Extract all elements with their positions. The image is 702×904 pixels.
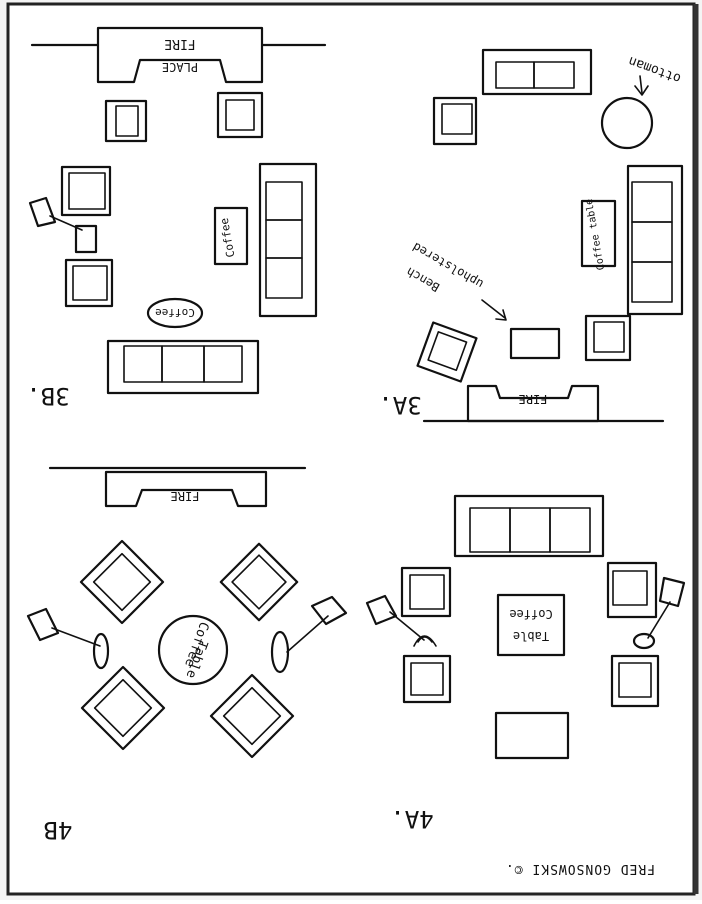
fireplace-label-top: FIRE <box>164 36 195 51</box>
armchair <box>79 539 165 625</box>
sofa <box>626 164 684 316</box>
bench <box>494 711 570 760</box>
upholstered-bench <box>509 327 561 360</box>
sofa <box>453 494 605 558</box>
armchair <box>606 561 658 619</box>
fireplace: FIRE PLACE <box>96 26 264 84</box>
bench-arrow <box>481 299 507 321</box>
coffee-table: Coffee Table <box>496 593 566 657</box>
fireplace: FIRE <box>104 470 268 508</box>
side-table <box>74 224 98 254</box>
armchair <box>209 673 295 759</box>
fireplace-label: FIRE <box>519 392 548 406</box>
fireplace-label: FIRE <box>171 489 200 503</box>
plan-label-3a: 3A. <box>378 391 421 419</box>
coffee-table-label-line2: Table <box>513 629 549 643</box>
plan-label-4b: 4B <box>44 816 73 844</box>
artist-signature: FRED GONSOWSKI ©. <box>505 861 655 876</box>
armchair <box>80 665 166 751</box>
ottoman <box>600 96 654 150</box>
armchair <box>219 542 299 622</box>
coffee-table-label: Coffee <box>155 306 195 319</box>
plan-4a: Coffee Table 4A. <box>365 494 686 833</box>
armchair <box>416 321 478 383</box>
armchair <box>216 91 264 139</box>
paper-sheet <box>6 2 696 896</box>
lamp <box>26 607 110 670</box>
sofa <box>106 339 260 395</box>
armchair <box>60 165 112 217</box>
lamp <box>365 594 437 647</box>
armchair <box>64 258 114 308</box>
coffee-table: Coffee <box>146 297 204 329</box>
fireplace-label-bottom: PLACE <box>162 60 198 74</box>
armchair <box>400 566 452 618</box>
lamp <box>632 576 686 650</box>
plan-label-4a: 4A. <box>390 805 433 833</box>
lamp <box>270 595 348 674</box>
coffee-table-label-line1: Coffee <box>509 607 552 621</box>
armchair <box>584 314 632 362</box>
sofa <box>258 162 318 318</box>
armchair <box>610 654 660 708</box>
armchair <box>432 96 478 146</box>
plan-3b: FIRE PLACE Coffee <box>26 26 327 410</box>
sofa <box>481 48 593 96</box>
plan-label-3b: 3B. <box>26 382 69 410</box>
armchair <box>104 99 148 143</box>
armchair <box>402 654 452 704</box>
ottoman-arrow <box>634 75 649 96</box>
